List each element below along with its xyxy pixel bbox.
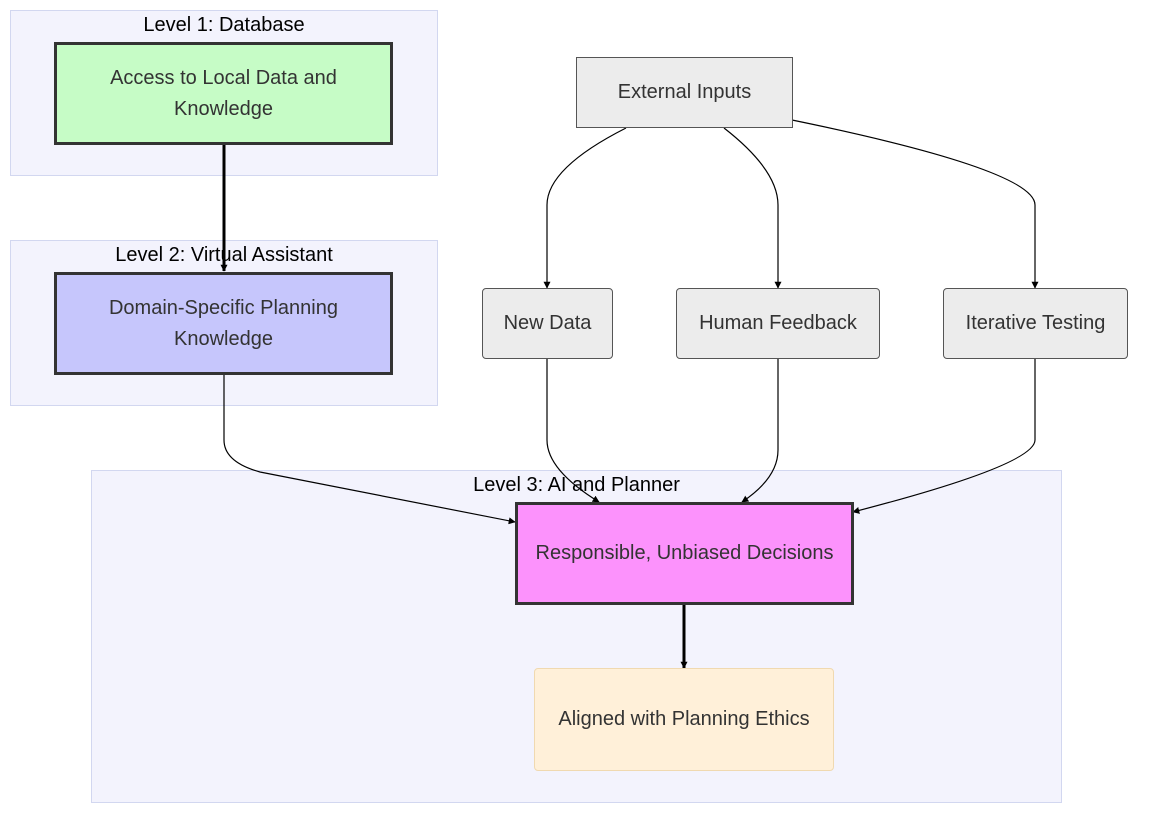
- node-ethics: Aligned with Planning Ethics: [534, 668, 834, 771]
- cluster-level-1-title: Level 1: Database: [143, 14, 305, 36]
- edge-external-inputs-to-human-feedback: [723, 127, 782, 289]
- node-external-inputs: External Inputs: [576, 57, 793, 128]
- edge-external-inputs-to-iterative-testing: [791, 119, 1039, 289]
- node-new-data: New Data: [482, 288, 613, 359]
- node-human-feedback: Human Feedback: [676, 288, 880, 359]
- node-decisions: Responsible, Unbiased Decisions: [515, 502, 854, 605]
- node-human-feedback-label: Human Feedback: [699, 312, 857, 334]
- node-local-data-label: Access to Local Data and Knowledge: [110, 66, 337, 120]
- node-iterative-testing: Iterative Testing: [943, 288, 1128, 359]
- node-local-data: Access to Local Data and Knowledge: [54, 42, 393, 145]
- node-new-data-label: New Data: [503, 312, 592, 334]
- cluster-level-2-title: Level 2: Virtual Assistant: [115, 244, 333, 266]
- node-decisions-label: Responsible, Unbiased Decisions: [535, 542, 834, 564]
- node-external-inputs-label: External Inputs: [617, 81, 752, 103]
- node-planning-knowledge-label: Domain-Specific Planning Knowledge: [108, 296, 338, 350]
- node-planning-knowledge: Domain-Specific Planning Knowledge: [54, 272, 393, 375]
- edge-external-inputs-to-new-data: [543, 127, 627, 289]
- cluster-level-3-title: Level 3: AI and Planner: [473, 474, 680, 496]
- node-iterative-testing-label: Iterative Testing: [965, 312, 1106, 334]
- node-ethics-label: Aligned with Planning Ethics: [558, 708, 810, 730]
